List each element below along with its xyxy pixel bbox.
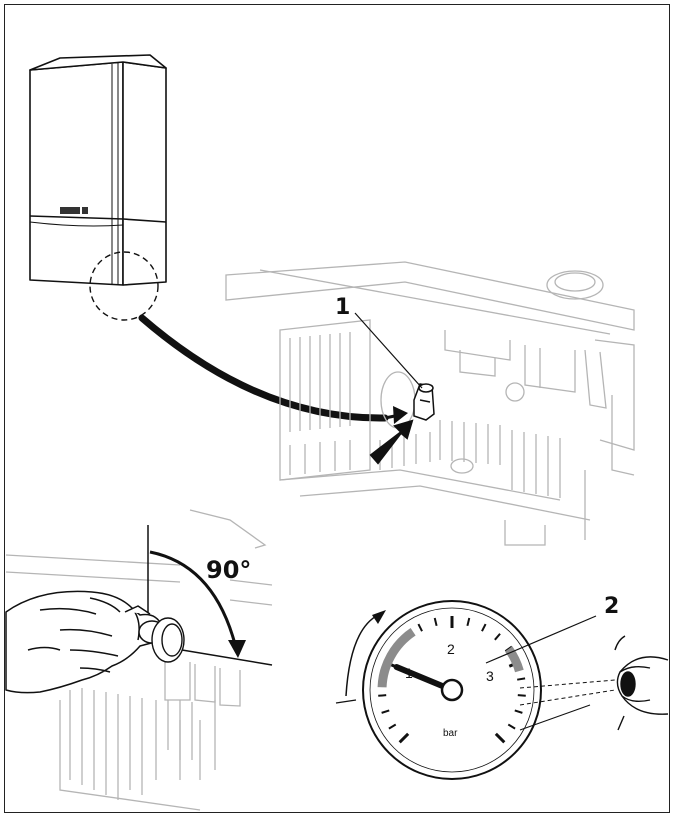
gauge-tick-mark xyxy=(398,732,410,744)
sight-line-upper xyxy=(519,679,616,689)
rotation-angle-label: 90° xyxy=(206,556,251,584)
gauge-tick-mark xyxy=(514,709,523,714)
sight-line-lower xyxy=(519,689,616,706)
callout-2-label: 2 xyxy=(604,594,619,619)
gauge-tick-3: 3 xyxy=(486,668,494,684)
eye-icon xyxy=(614,635,669,731)
callout-1-leader xyxy=(354,312,423,389)
callout-2-leader xyxy=(485,615,597,664)
filling-tap-knob xyxy=(413,383,435,421)
gauge-tick-mark xyxy=(481,623,487,632)
gauge-tick-mark xyxy=(381,709,390,714)
transfer-arrow xyxy=(138,314,389,422)
detail-circle xyxy=(89,251,159,321)
hand-icon xyxy=(5,590,166,694)
callout-1-label: 1 xyxy=(335,295,350,320)
gauge-tick-mark xyxy=(417,623,423,632)
gauge-tick-mark xyxy=(466,617,471,627)
gauge-tick-mark xyxy=(388,723,397,730)
gauge-tick-mark xyxy=(517,677,526,681)
gauge-tick-mark xyxy=(507,723,516,730)
boiler-icon xyxy=(29,54,167,286)
gauge-band-segment xyxy=(504,646,524,673)
push-arrow xyxy=(369,419,414,465)
gauge-unit: bar xyxy=(443,728,458,739)
bottom-left-detail xyxy=(5,509,273,811)
gauge-tick-mark xyxy=(494,732,506,744)
boiler-underside-detail xyxy=(225,261,635,546)
gauge-tick-mark xyxy=(433,617,438,627)
gauge-tick-mark xyxy=(494,633,501,641)
gauge-arc-arrow xyxy=(345,614,379,697)
gauge-tick-mark xyxy=(517,694,526,697)
pressure-gauge: 1 2 3 bar xyxy=(362,600,542,780)
rotation-arrow-90 xyxy=(149,550,238,649)
gauge-tick-2: 2 xyxy=(447,641,455,657)
gauge-band-segment xyxy=(377,628,416,688)
gauge-green-zone xyxy=(377,628,524,688)
gauge-tick-mark xyxy=(378,694,387,697)
